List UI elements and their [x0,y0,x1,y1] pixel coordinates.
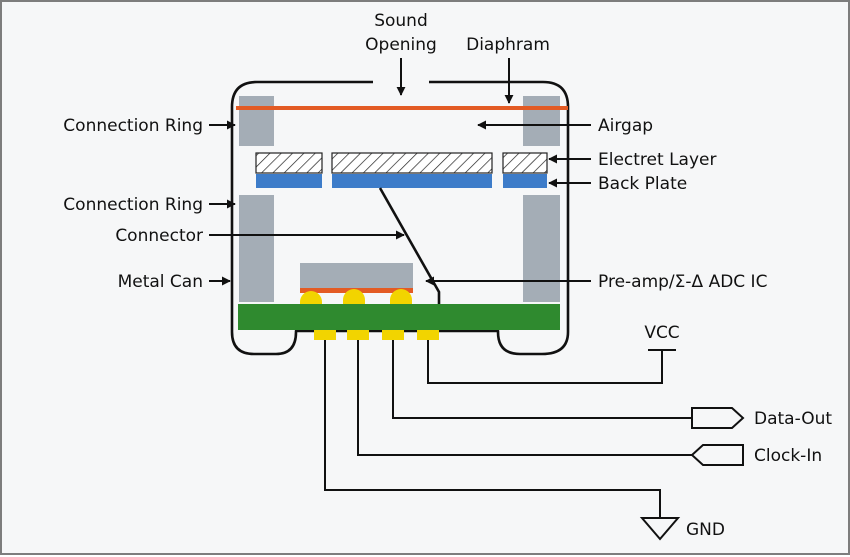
electret-layer-left [255,152,323,174]
vcc-label: VCC [644,323,679,343]
data-out-connector [691,407,745,429]
preamp-ic-label: Pre-amp/Σ-Δ ADC IC [598,272,767,292]
clock-in-connector [690,444,744,466]
connection-ring-label-bottom: Connection Ring [63,195,203,215]
diaphram-label: Diaphram [466,35,550,55]
sound-opening-label-2: Opening [365,35,437,55]
back-plate-left [256,174,322,188]
electret-layer-right [502,152,548,174]
clock-in-wire [357,340,692,456]
connection-ring-bottom-left [239,195,274,302]
data-out-wire [392,340,692,419]
solder-bump [390,289,412,304]
connector-label: Connector [115,226,203,246]
data-out-label: Data-Out [754,409,832,429]
bottom-pad [347,330,369,340]
pcb-substrate [238,304,560,330]
bottom-pad [382,330,404,340]
back-plate-center [332,174,492,188]
solder-bump [300,291,322,304]
electret-layer-label: Electret Layer [598,150,716,170]
metal-can-label: Metal Can [118,272,203,292]
vcc-wire [427,340,663,384]
airgap-label: Airgap [598,116,653,136]
sound-opening-label-1: Sound [374,11,428,31]
connection-ring-bottom-right [523,195,560,302]
connection-ring-top-left [239,96,274,146]
bottom-pad [417,330,439,340]
diaphragm [236,106,568,110]
back-plate-label: Back Plate [598,174,687,194]
connector-wire [378,187,441,304]
clock-in-label: Clock-In [754,446,822,466]
solder-bump [343,289,365,304]
electret-layer-center [331,152,493,174]
gnd-label: GND [686,520,725,540]
gnd-wire [324,340,661,518]
connection-ring-top-right [523,96,560,146]
connection-ring-label-top: Connection Ring [63,116,203,136]
preamp-ic [300,263,413,288]
bottom-pad [314,330,336,340]
back-plate-right [503,174,547,188]
gnd-symbol [639,517,681,541]
